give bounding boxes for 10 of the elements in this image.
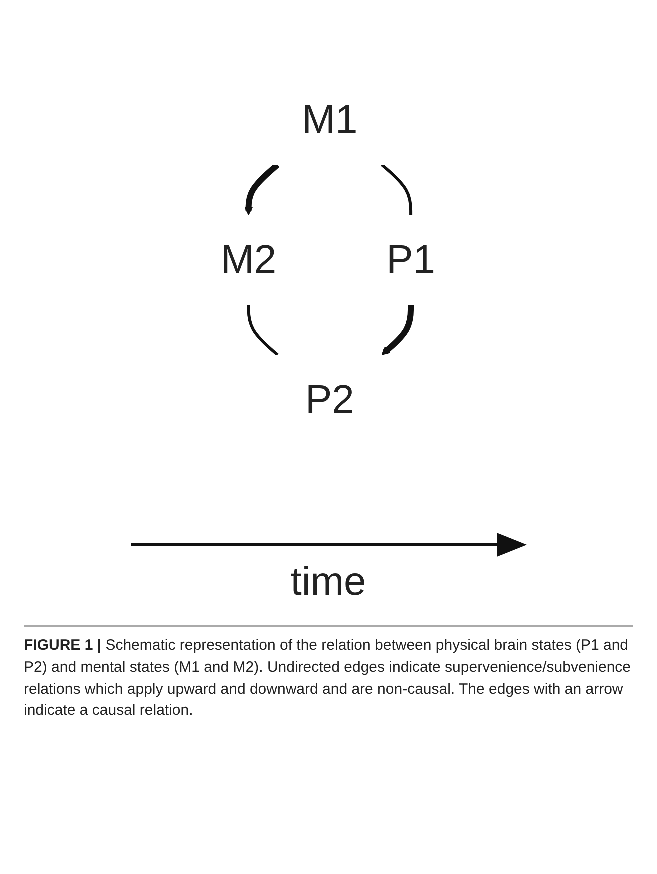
node-text: P2 bbox=[306, 378, 355, 422]
node-text: M2 bbox=[221, 238, 277, 282]
connector bbox=[381, 164, 413, 215]
arrow bbox=[382, 305, 414, 356]
figure-caption: FIGURE 1 | Schematic representation of the relation between physical brain states (P1 and P2) and mental states (M1 and M2). Undirected edges indicate supervenience/subvenience relations which apply upward and downward and are non-causal. The edges with an arrow indicate a causal relation. bbox=[24, 625, 633, 722]
node-text: P1 bbox=[386, 238, 436, 282]
arrow bbox=[244, 162, 280, 216]
node-text: M1 bbox=[302, 98, 358, 142]
connector bbox=[248, 305, 279, 356]
axis-label: time bbox=[290, 560, 366, 605]
